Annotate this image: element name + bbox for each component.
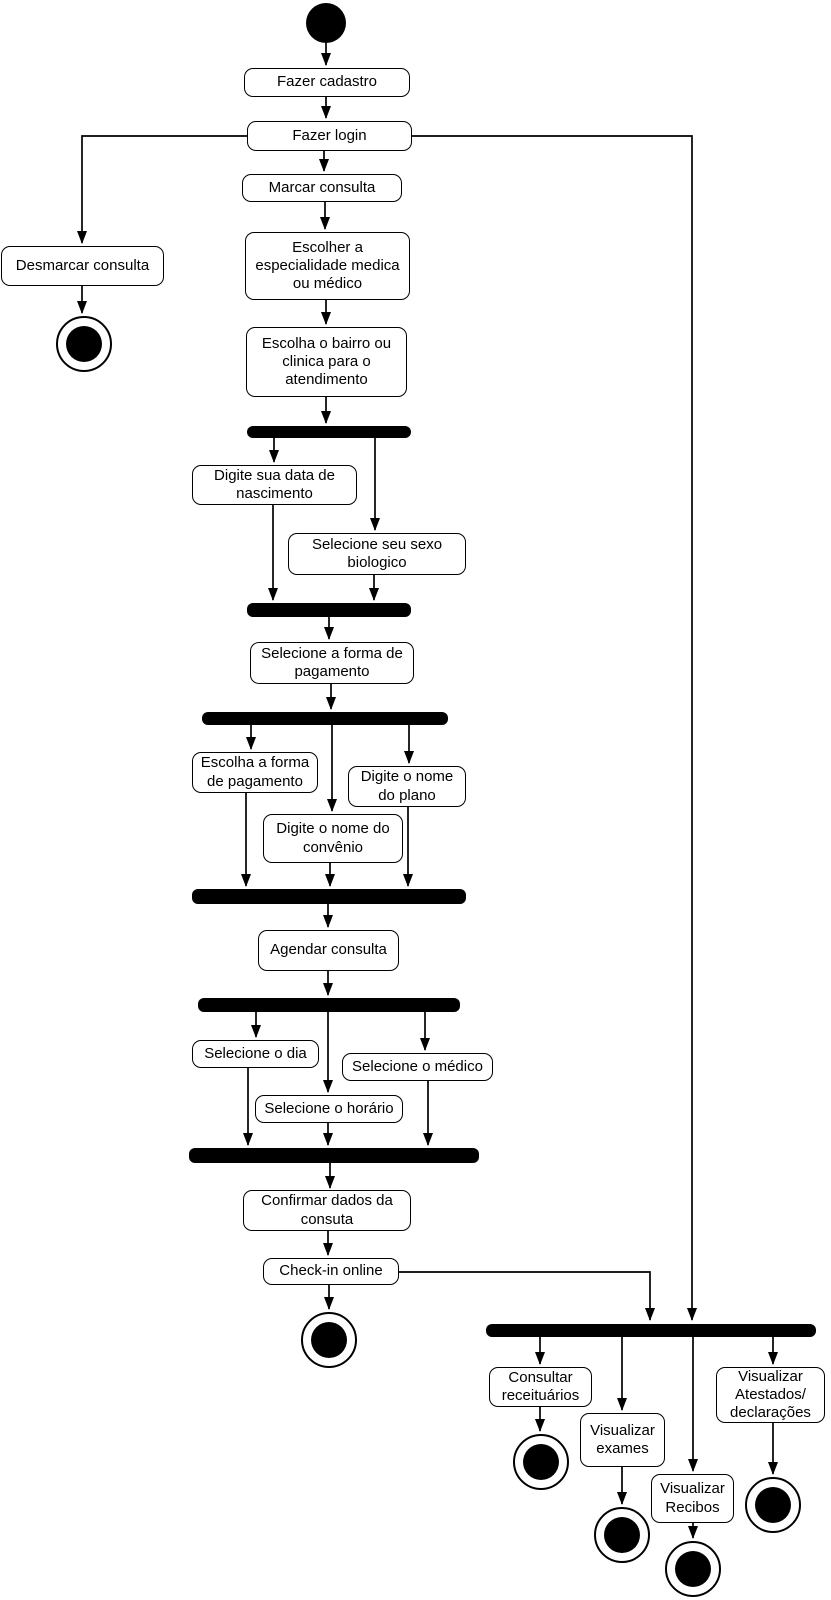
final-node-exames [594, 1507, 650, 1563]
activity-label: Selecione o horário [264, 1099, 394, 1117]
activity-label: Fazer cadastro [276, 73, 378, 91]
final-node-dot [675, 1551, 711, 1587]
fork-bar-pagamento [202, 712, 448, 725]
activity-label: Selecione o médico [352, 1057, 483, 1075]
fork-bar-agendamento [198, 998, 460, 1012]
activity-label: Check-in online [279, 1262, 383, 1280]
activity-label: Digite o nome do convênio [276, 820, 390, 856]
final-node-receituarios [513, 1434, 569, 1490]
final-node-dot [311, 1322, 347, 1358]
activity-visualizar-atestados: Visualizar Atestados/ declarações [716, 1367, 825, 1423]
activity-fazer-login: Fazer login [247, 121, 412, 151]
edge-login-to-fork-direita [412, 135, 697, 1321]
activity-marcar-consulta: Marcar consulta [242, 174, 402, 202]
fork-bar-dados-pessoais [247, 426, 411, 438]
activity-visualizar-exames: Visualizar exames [580, 1413, 665, 1467]
activity-selecione-dia: Selecione o dia [192, 1040, 319, 1068]
edge-login-to-desmarcar [77, 135, 247, 244]
activity-agendar-consulta: Agendar consulta [258, 930, 399, 971]
activity-digite-nome-convenio: Digite o nome do convênio [263, 814, 403, 863]
activity-label: Consultar receituários [501, 1368, 580, 1404]
final-node-dot [523, 1444, 559, 1480]
activity-label: Visualizar Atestados/ declarações [730, 1367, 811, 1422]
final-node-checkin [301, 1312, 357, 1368]
activity-selecione-forma-pagamento: Selecione a forma de pagamento [250, 642, 414, 684]
join-bar-dados-pessoais [247, 603, 411, 617]
activity-confirmar-dados: Confirmar dados da consuta [243, 1190, 411, 1231]
activity-escolha-forma-pagamento: Escolha a forma de pagamento [192, 752, 318, 793]
initial-node [306, 3, 346, 43]
activity-label: Escolha o bairro ou clinica para o atend… [261, 334, 392, 389]
final-node-dot [66, 326, 102, 362]
activity-digite-nome-plano: Digite o nome do plano [348, 766, 466, 807]
activity-fazer-cadastro: Fazer cadastro [244, 68, 410, 97]
activity-label: Escolha a forma de pagamento [200, 754, 310, 790]
activity-label: Agendar consulta [270, 941, 387, 959]
activity-label: Confirmar dados da consuta [261, 1192, 393, 1228]
activity-digite-data-nascimento: Digite sua data de nascimento [192, 465, 357, 505]
activity-consultar-receituarios: Consultar receituários [489, 1367, 592, 1407]
activity-visualizar-recibos: Visualizar Recibos [651, 1474, 734, 1523]
activity-selecione-horario: Selecione o horário [255, 1095, 403, 1123]
final-node-atestados [745, 1477, 801, 1533]
final-node-recibos [665, 1541, 721, 1597]
activity-label: Fazer login [292, 126, 367, 144]
fork-bar-documentos [486, 1324, 816, 1337]
activity-escolher-especialidade: Escolher a especialidade medica ou médic… [245, 232, 410, 300]
final-node-desmarcar [56, 316, 112, 372]
activity-label: Selecione o dia [204, 1044, 307, 1062]
join-bar-pagamento [192, 889, 466, 904]
final-node-dot [755, 1487, 791, 1523]
activity-label: Digite o nome do plano [360, 768, 454, 804]
activity-desmarcar-consulta: Desmarcar consulta [1, 246, 164, 286]
activity-label: Selecione seu sexo biologico [311, 535, 443, 571]
activity-selecione-medico: Selecione o médico [342, 1053, 493, 1081]
activity-label: Visualizar exames [590, 1421, 655, 1457]
final-node-dot [604, 1517, 640, 1553]
activity-label: Digite sua data de nascimento [214, 466, 335, 502]
activity-escolha-bairro: Escolha o bairro ou clinica para o atend… [246, 327, 407, 397]
activity-label: Desmarcar consulta [15, 256, 150, 274]
activity-label: Escolher a especialidade medica ou médic… [255, 238, 400, 293]
join-bar-agendamento [189, 1148, 479, 1163]
activity-checkin-online: Check-in online [263, 1258, 399, 1285]
activity-label: Marcar consulta [268, 178, 376, 196]
edge-checkin-to-fork-direita [399, 1271, 655, 1321]
activity-label: Visualizar Recibos [660, 1480, 725, 1516]
activity-label: Selecione a forma de pagamento [261, 644, 403, 680]
activity-selecione-sexo: Selecione seu sexo biologico [288, 533, 466, 575]
